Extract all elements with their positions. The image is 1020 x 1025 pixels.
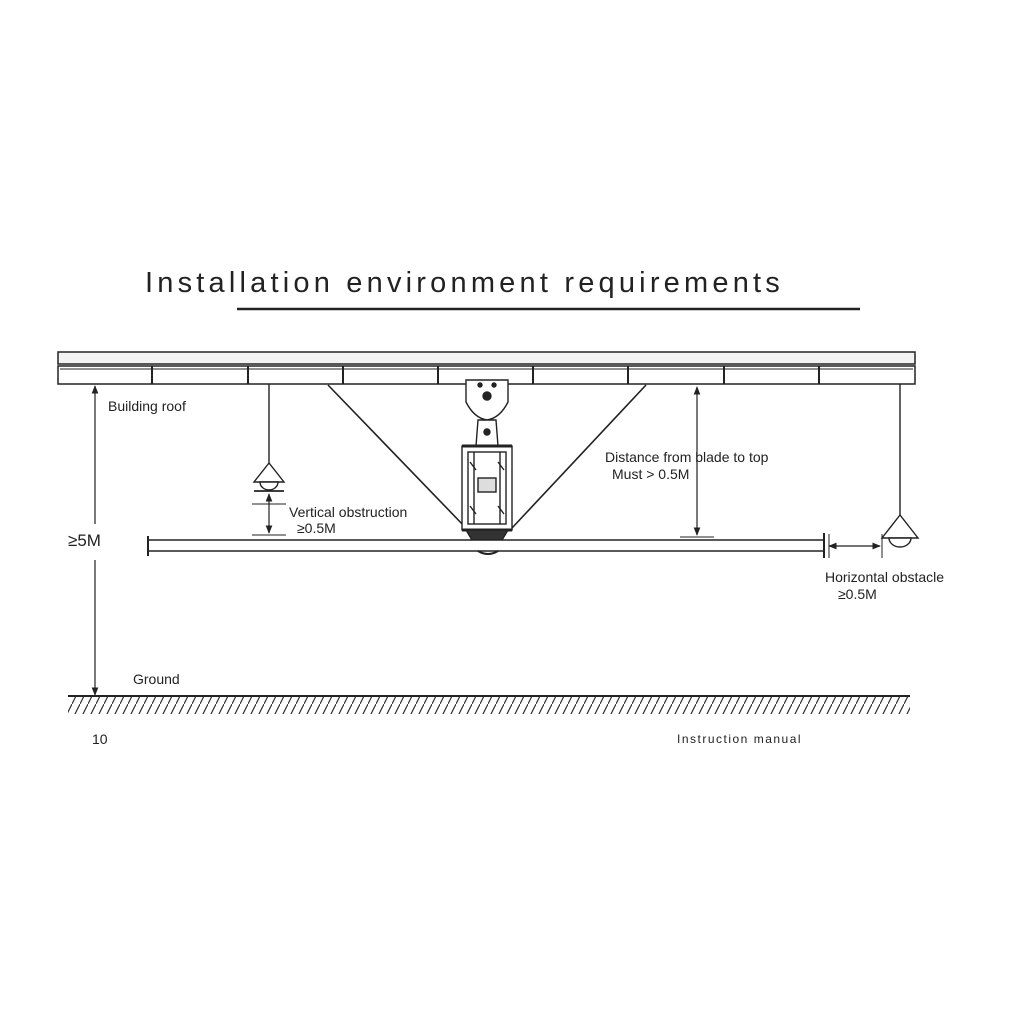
manual-footer: Instruction manual	[677, 732, 802, 746]
horizontal-obstacle-value: ≥0.5M	[838, 586, 877, 602]
fan-blade	[147, 533, 825, 558]
building-roof-label: Building roof	[108, 398, 186, 414]
blade-to-top-value: Must > 0.5M	[612, 466, 689, 482]
vertical-obstruction-value: ≥0.5M	[297, 520, 336, 536]
fan-motor-assembly	[461, 379, 513, 546]
vertical-obstruction-dimension	[252, 493, 286, 536]
support-cables	[327, 384, 647, 529]
page-number: 10	[92, 731, 108, 747]
ground	[68, 695, 910, 714]
building-roof	[57, 351, 916, 385]
ground-label: Ground	[133, 671, 180, 687]
left-hanging-lamp	[252, 384, 286, 492]
height-min-label: ≥5M	[68, 531, 101, 550]
blade-to-top-label: Distance from blade to top	[605, 449, 769, 465]
vertical-obstruction-label: Vertical obstruction	[289, 504, 407, 520]
blade-to-top-dimension	[680, 386, 714, 538]
page-title: Installation environment requirements	[145, 267, 784, 299]
right-hanging-lamp	[880, 384, 920, 548]
horizontal-obstacle-label: Horizontal obstacle	[825, 569, 944, 585]
horizontal-obstacle-dimension	[828, 534, 883, 558]
